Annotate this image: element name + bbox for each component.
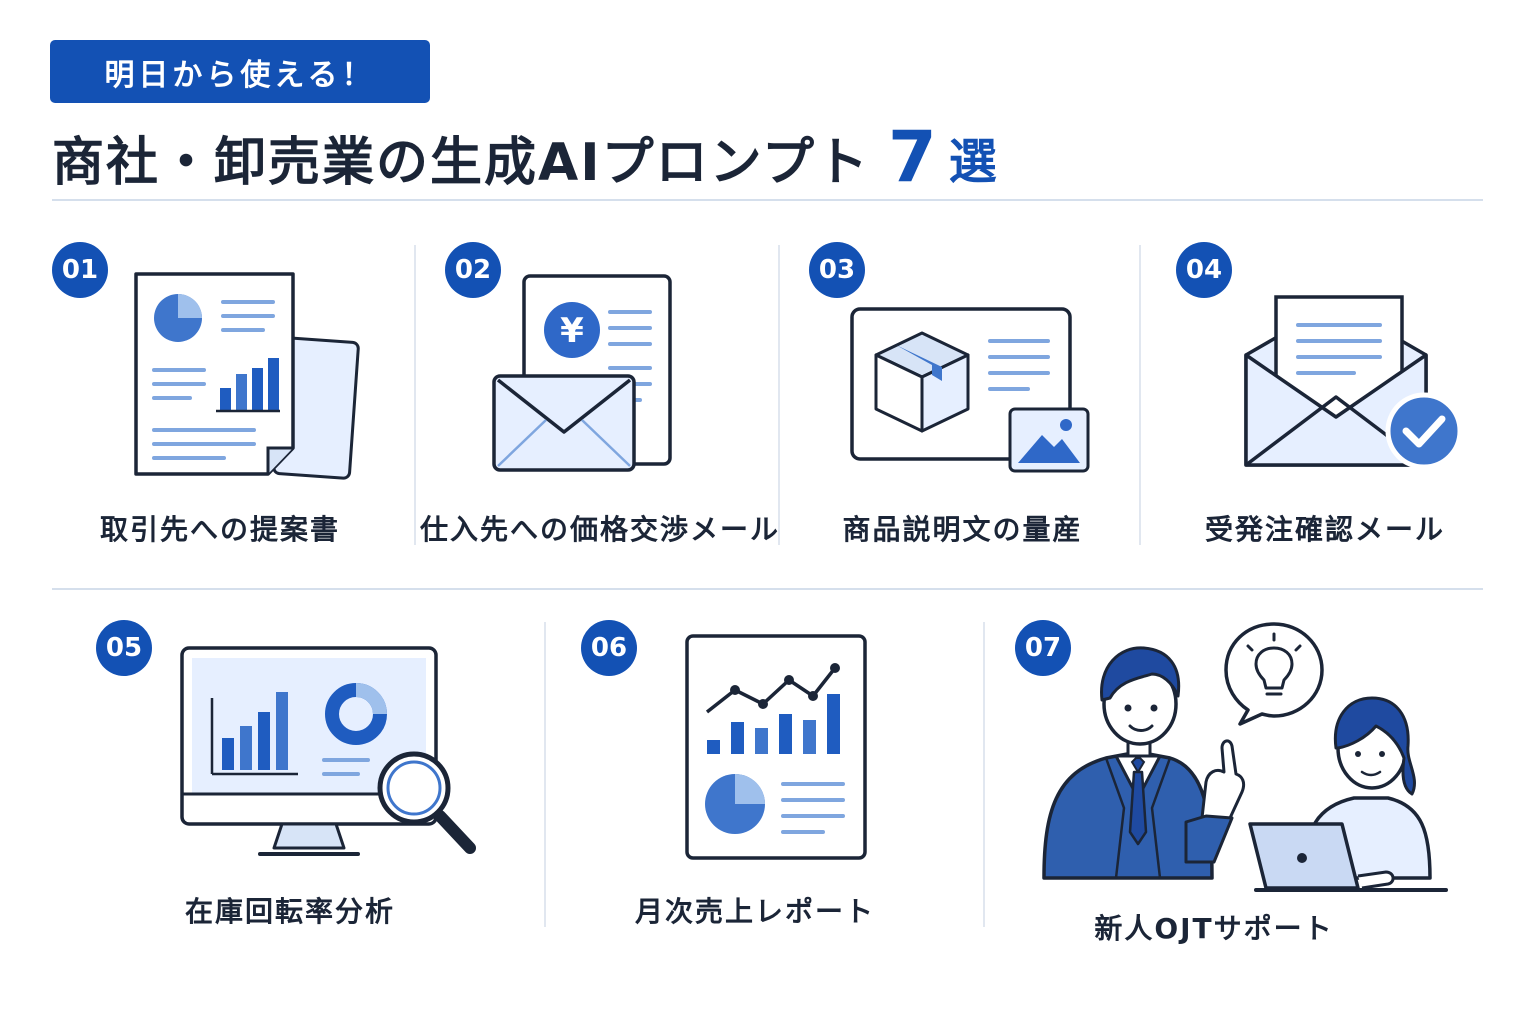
title-main: 商社・卸売業の生成AIプロンプト xyxy=(52,132,871,193)
header-divider xyxy=(52,199,1483,201)
card-label: 商品説明文の量産 xyxy=(842,513,1083,546)
title-number: 7 xyxy=(888,116,939,198)
card-label: 取引先への提案書 xyxy=(99,513,340,546)
product-listing-icon xyxy=(850,307,1090,473)
row-divider xyxy=(52,588,1483,590)
column-divider xyxy=(1139,245,1141,545)
confirmed-mail-icon xyxy=(1244,295,1463,470)
title-suffix: 選 xyxy=(948,134,999,190)
card-label: 新人OJTサポート xyxy=(1094,912,1334,945)
svg-text:¥: ¥ xyxy=(560,311,584,351)
card-number-badge: 05 xyxy=(96,620,152,676)
card-label: 在庫回転率分析 xyxy=(184,895,395,928)
page-title: 商社・卸売業の生成AIプロンプト 7 選 xyxy=(52,116,999,198)
card-label: 月次売上レポート xyxy=(634,895,875,928)
card-number-badge: 02 xyxy=(445,242,501,298)
header-badge: 明日から使える！ xyxy=(50,40,430,103)
column-divider xyxy=(544,622,546,927)
sales-report-icon xyxy=(685,634,867,860)
card-number-badge: 03 xyxy=(809,242,865,298)
monitor-analysis-icon xyxy=(180,646,476,856)
column-divider xyxy=(983,622,985,927)
card-label: 受発注確認メール xyxy=(1204,513,1445,546)
proposal-document-icon xyxy=(134,272,360,480)
card-number-badge: 07 xyxy=(1015,620,1071,676)
column-divider xyxy=(414,245,416,545)
card-number-badge: 04 xyxy=(1176,242,1232,298)
column-divider xyxy=(778,245,780,545)
card-number-badge: 01 xyxy=(52,242,108,298)
ojt-mentoring-icon xyxy=(1042,622,1448,892)
card-number-badge: 06 xyxy=(581,620,637,676)
card-label: 仕入先への価格交渉メール xyxy=(420,513,781,546)
yen-envelope-icon: ¥ xyxy=(492,274,672,472)
